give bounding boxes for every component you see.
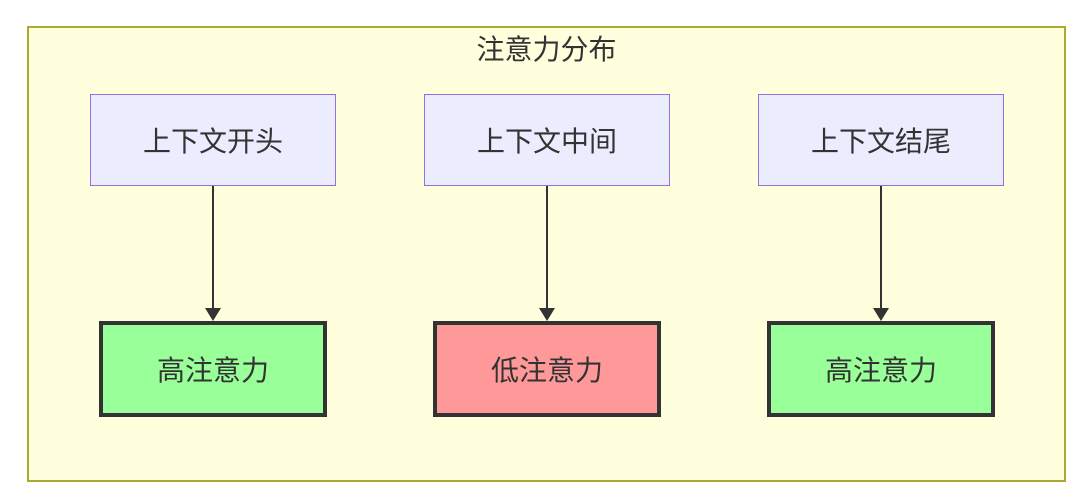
- node-label: 高注意力: [824, 355, 937, 386]
- arrowhead-icon: [205, 308, 221, 321]
- node-label: 低注意力: [490, 355, 603, 386]
- node-context-beginning: 上下文开头: [90, 94, 336, 186]
- arrow-down-icon: [205, 186, 221, 321]
- arrow-down-icon: [873, 186, 889, 321]
- node-high-attention-2: 高注意力: [767, 321, 995, 417]
- node-context-middle: 上下文中间: [424, 94, 670, 186]
- node-label: 上下文中间: [476, 126, 617, 157]
- arrow-shaft: [880, 186, 882, 308]
- attention-distribution-panel: 注意力分布 上下文开头 高注意力 上下文中间 低注意力 上下文结尾: [27, 26, 1066, 482]
- node-context-end: 上下文结尾: [758, 94, 1004, 186]
- node-label: 高注意力: [156, 355, 269, 386]
- node-label: 上下文结尾: [810, 126, 951, 157]
- node-label: 上下文开头: [142, 126, 283, 157]
- arrow-shaft: [546, 186, 548, 308]
- diagram-title: 注意力分布: [476, 34, 617, 65]
- arrow-shaft: [212, 186, 214, 308]
- arrowhead-icon: [539, 308, 555, 321]
- node-high-attention-1: 高注意力: [99, 321, 327, 417]
- arrow-down-icon: [539, 186, 555, 321]
- node-low-attention: 低注意力: [433, 321, 661, 417]
- arrowhead-icon: [873, 308, 889, 321]
